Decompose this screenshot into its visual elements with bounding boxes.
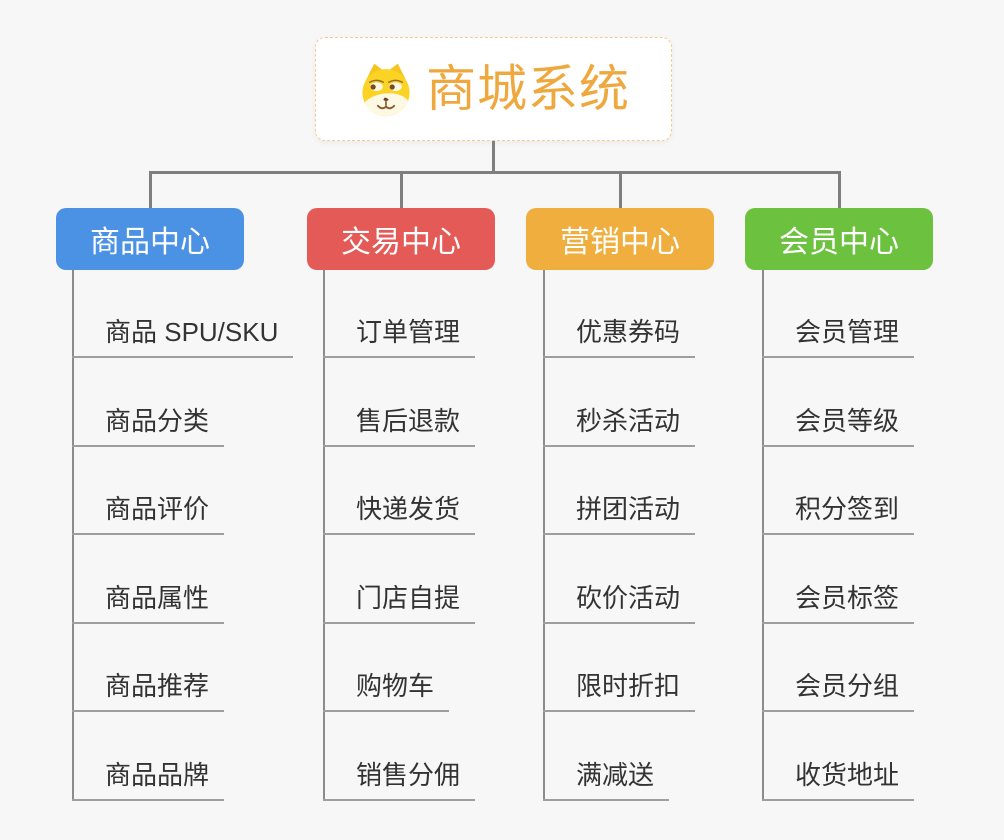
- branch-node-marketing-center[interactable]: 营销中心: [526, 208, 714, 270]
- connector-spine: [323, 270, 325, 801]
- connector-horizontal: [149, 171, 841, 174]
- connector-spine: [543, 270, 545, 801]
- leaf-node[interactable]: 商品属性: [72, 579, 225, 624]
- leaf-node[interactable]: 会员管理: [762, 313, 915, 358]
- leaf-node[interactable]: 快递发货: [323, 490, 476, 535]
- branch-node-product-center[interactable]: 商品中心: [56, 208, 244, 270]
- connector-drop-2: [400, 171, 403, 209]
- leaf-node[interactable]: 商品推荐: [72, 667, 225, 712]
- leaf-node[interactable]: 商品评价: [72, 490, 225, 535]
- leaf-node[interactable]: 商品品牌: [72, 756, 225, 801]
- connector-drop-1: [149, 171, 152, 209]
- connector-drop-3: [619, 171, 622, 209]
- leaf-node[interactable]: 限时折扣: [543, 667, 696, 712]
- leaf-node[interactable]: 拼团活动: [543, 490, 696, 535]
- leaf-node[interactable]: 商品 SPU/SKU: [72, 313, 294, 358]
- connector-spine: [762, 270, 764, 801]
- leaf-node[interactable]: 会员标签: [762, 579, 915, 624]
- branch-node-member-center[interactable]: 会员中心: [745, 208, 933, 270]
- leaf-node[interactable]: 会员等级: [762, 402, 915, 447]
- leaf-node[interactable]: 销售分佣: [323, 756, 476, 801]
- leaf-node[interactable]: 门店自提: [323, 579, 476, 624]
- leaf-node[interactable]: 砍价活动: [543, 579, 696, 624]
- leaf-node[interactable]: 购物车: [323, 667, 450, 712]
- branch-node-trade-center[interactable]: 交易中心: [307, 208, 495, 270]
- leaf-node[interactable]: 会员分组: [762, 667, 915, 712]
- leaf-node[interactable]: 优惠券码: [543, 313, 696, 358]
- leaf-node[interactable]: 商品分类: [72, 402, 225, 447]
- leaf-node[interactable]: 积分签到: [762, 490, 915, 535]
- leaf-node[interactable]: 订单管理: [323, 313, 476, 358]
- leaf-node[interactable]: 秒杀活动: [543, 402, 696, 447]
- leaf-node[interactable]: 满减送: [543, 756, 670, 801]
- root-node[interactable]: 商城系统: [315, 37, 672, 141]
- connector-drop-4: [838, 171, 841, 209]
- leaf-node[interactable]: 收货地址: [762, 756, 915, 801]
- connector-spine: [72, 270, 74, 801]
- doge-icon: [362, 63, 410, 117]
- connector-root-stub: [492, 141, 495, 172]
- leaf-node[interactable]: 售后退款: [323, 402, 476, 447]
- root-title: 商城系统: [426, 61, 630, 117]
